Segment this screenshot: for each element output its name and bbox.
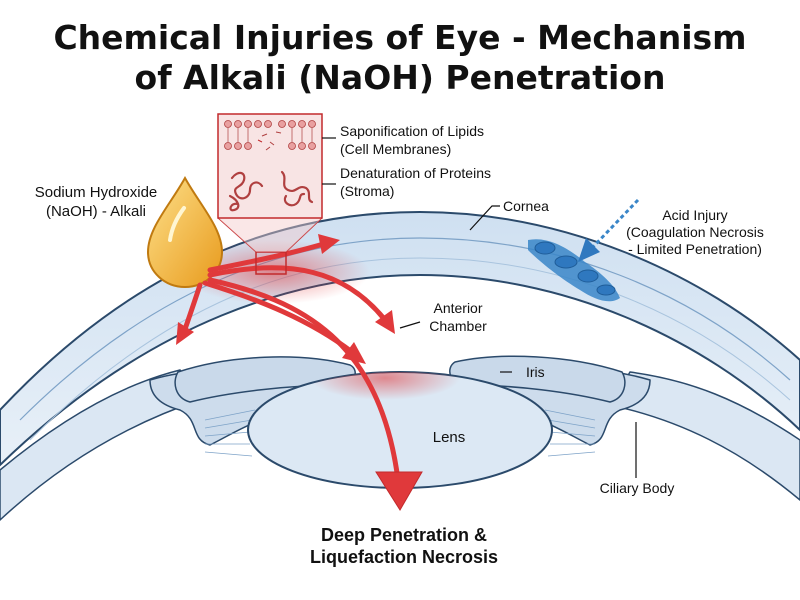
- leader-anterior: [399, 321, 421, 329]
- diagram-title: Chemical Injuries of Eye - Mechanism of …: [0, 18, 800, 98]
- label-deep-line2: Liquefaction Necrosis: [310, 547, 498, 567]
- alkali-drop-highlight: [168, 206, 186, 242]
- title-line-2: of Alkali (NaOH) Penetration: [134, 58, 666, 97]
- alkali-penetration-arrows: [181, 242, 401, 483]
- zonule-fibers-left: [204, 409, 256, 457]
- label-naoh-line2: (NaOH) - Alkali: [46, 203, 146, 220]
- label-anterior-line2: Chamber: [429, 318, 487, 334]
- arrowhead-short-left: [176, 322, 194, 345]
- arrowhead-deep: [375, 471, 423, 511]
- label-anterior-line1: Anterior: [433, 300, 482, 316]
- arrowhead-mid: [342, 342, 366, 364]
- arrowhead-cornea: [318, 234, 340, 254]
- arrowhead-anterior: [375, 310, 395, 334]
- label-ciliary-body: Ciliary Body: [600, 480, 675, 496]
- title-line-1: Chemical Injuries of Eye - Mechanism: [53, 18, 747, 57]
- acid-coagulation-zone: [528, 239, 620, 302]
- label-acid-line3: - Limited Penetration): [628, 241, 762, 257]
- label-denaturation-line2: (Stroma): [340, 183, 394, 199]
- acid-injury-arrowhead: [578, 238, 600, 262]
- lens-damage-zone: [310, 372, 460, 400]
- label-saponification-line1: Saponification of Lipids: [340, 123, 484, 139]
- alkali-arrow-cornea: [207, 242, 323, 273]
- lipid-tails: [227, 128, 313, 142]
- cornea-inner-line-2: [29, 257, 791, 441]
- label-deep-line1: Deep Penetration &: [321, 525, 487, 545]
- lipid-fragments: [257, 131, 282, 151]
- zonule-fibers-right: [544, 409, 596, 457]
- label-denaturation-line1: Denaturation of Proteins: [340, 165, 491, 181]
- label-acid-line2: (Coagulation Necrosis: [626, 224, 764, 240]
- acid-coagulation-blobs: [534, 241, 616, 296]
- zoom-connector-fill: [218, 218, 322, 252]
- label-lens: Lens: [433, 429, 466, 446]
- leader-cornea: [469, 205, 500, 231]
- alkali-drop: [146, 175, 224, 289]
- label-acid-line1: Acid Injury: [662, 207, 727, 223]
- magnified-inset: [217, 113, 323, 219]
- label-saponification-line2: (Cell Membranes): [340, 141, 451, 157]
- lipid-bilayer: [224, 120, 316, 150]
- label-iris: Iris: [526, 364, 545, 380]
- cornea-inner-line: [19, 237, 791, 421]
- zoom-source-box: [255, 251, 287, 275]
- label-cornea: Cornea: [503, 198, 549, 214]
- leader-lines: [322, 137, 637, 478]
- denatured-proteins: [228, 170, 314, 212]
- label-naoh-line1: Sodium Hydroxide: [35, 184, 158, 201]
- zoom-connector: [217, 217, 323, 253]
- alkali-arrow-deep: [207, 277, 401, 483]
- alkali-arrow-anterior: [207, 265, 388, 323]
